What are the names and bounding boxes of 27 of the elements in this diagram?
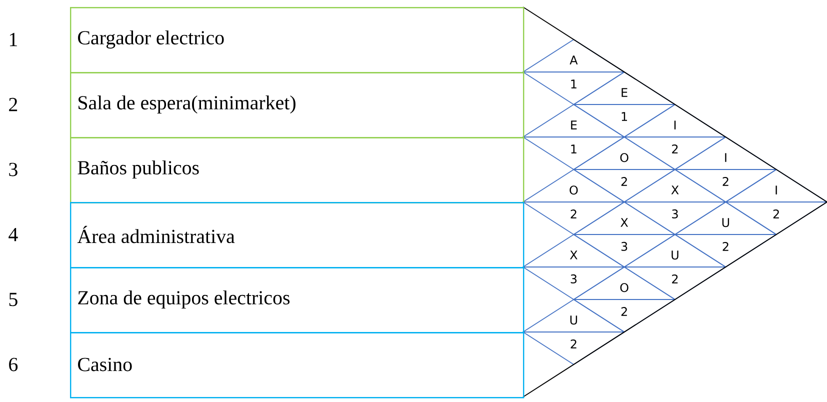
- relationship-rating: O 2: [620, 283, 628, 316]
- relationship-rating: E 1: [622, 88, 628, 121]
- relationship-rating: E 1: [571, 120, 577, 154]
- activity-row: 6 Casino: [9, 332, 524, 398]
- relationship-rating: U 2: [722, 218, 730, 251]
- relationship-rating: A 1: [570, 56, 578, 88]
- relationship-rating: O 2: [570, 186, 578, 218]
- relationship-rating: I 2: [672, 120, 678, 154]
- node-label: 5: [9, 292, 18, 306]
- node-label: 4: [8, 228, 18, 242]
- relationship-rating: I 2: [773, 186, 779, 218]
- relationship-rating: X 3: [620, 218, 628, 251]
- node-label: 2: [9, 98, 18, 112]
- activity-row: 1 Cargador electrico: [10, 7, 524, 74]
- relationship-rating: O 2: [620, 153, 628, 186]
- relationship-rating: U 2: [672, 250, 678, 284]
- activity-row: 5 Zona de equipos electricos: [9, 267, 524, 334]
- relationship-rating: X 3: [570, 250, 578, 284]
- node-label: 6: [9, 358, 18, 372]
- activity-row: 2 Sala de espera(minimarket): [9, 72, 524, 138]
- activity-row: 3 Baños publicos: [9, 137, 524, 204]
- activity-row: 4 Área administrativa: [8, 202, 524, 268]
- relationship-rating: X 3: [671, 186, 679, 218]
- relationship-rating: U 2: [570, 316, 578, 348]
- node-label: 3: [9, 162, 18, 176]
- node-label: 1: [10, 32, 17, 46]
- relationship-rating: I 2: [722, 153, 728, 186]
